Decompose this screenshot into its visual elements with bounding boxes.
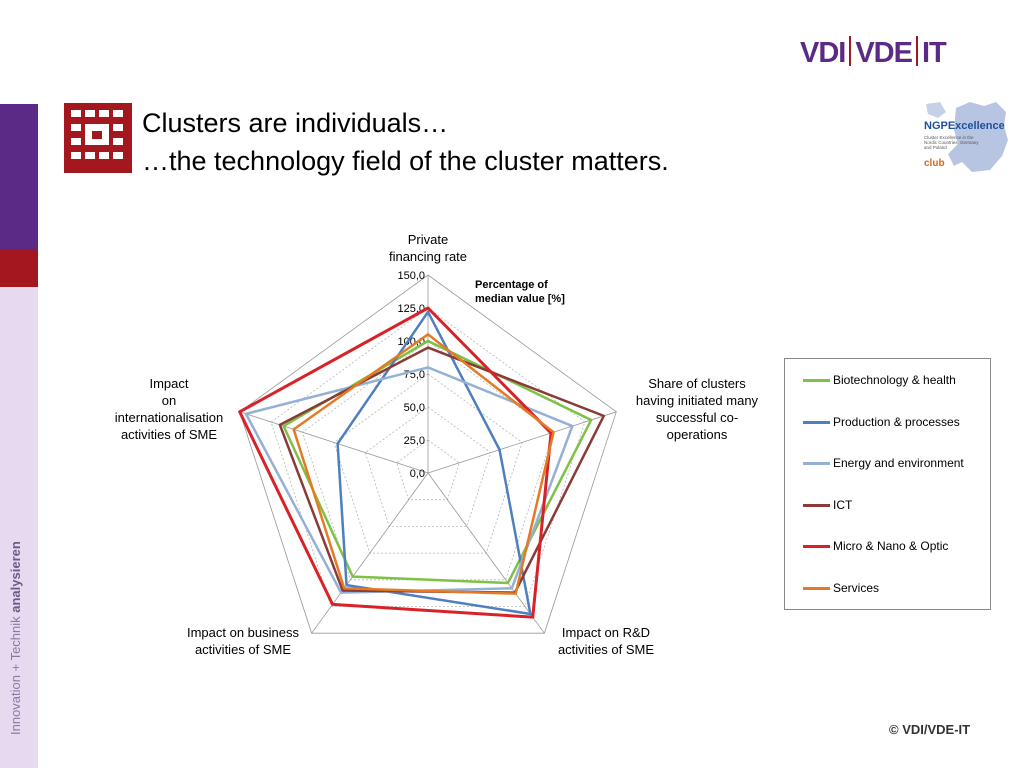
legend-item: Production & processes xyxy=(803,415,960,429)
legend-item: Biotechnology & health xyxy=(803,373,956,387)
axis-label-rnd: Impact on R&D activities of SME xyxy=(557,625,655,657)
grid-ring xyxy=(333,373,523,554)
legend-swatch xyxy=(803,461,830,465)
chart-legend: Biotechnology & health Production & proc… xyxy=(784,358,991,610)
radar-series xyxy=(238,306,606,619)
legend-swatch xyxy=(803,420,830,424)
cluster-grid-icon xyxy=(64,103,132,173)
series-line xyxy=(238,306,553,619)
grid-ring xyxy=(396,439,460,501)
scale-label: Percentage of median value [%] xyxy=(475,279,565,305)
legend-item: Micro & Nano & Optic xyxy=(803,539,948,553)
series-line xyxy=(282,339,593,585)
axis-spoke xyxy=(239,411,429,474)
sidebar-lilac-band xyxy=(0,287,38,768)
club-logo-text: club xyxy=(924,158,945,169)
slide-title: Clusters are individuals… …the technolog… xyxy=(142,104,669,180)
legend-item: ICT xyxy=(803,498,852,512)
sidebar-top-band xyxy=(0,0,38,104)
europe-map-icon xyxy=(926,102,1008,172)
axis-label-internationalisation: Impact on internationalisation activitie… xyxy=(114,376,224,442)
axis-label-cooperations: Share of clusters having initiated many … xyxy=(635,376,759,442)
slide-title-line2: …the technology field of the cluster mat… xyxy=(142,146,669,176)
grid-ring xyxy=(364,406,492,527)
axis-spoke xyxy=(311,472,429,634)
legend-swatch xyxy=(803,503,830,507)
legend-swatch xyxy=(803,544,830,548)
series-line xyxy=(292,333,555,595)
tick-label: 150,0 xyxy=(397,270,425,282)
axis-label-private-financing: Private financing rate xyxy=(388,232,468,264)
sidebar-red-band xyxy=(0,249,38,287)
ngp-subtitle: Cluster Excellence in the Nordic Countri… xyxy=(924,135,979,150)
ngp-excellence-logo: NGPExcellence Cluster Excellence in the … xyxy=(918,100,1010,176)
axis-spoke xyxy=(427,411,617,474)
series-line xyxy=(336,310,532,616)
axis-spoke xyxy=(427,472,545,634)
tick-label: 25,0 xyxy=(404,435,425,447)
legend-swatch xyxy=(803,586,830,590)
legend-swatch xyxy=(803,378,830,382)
sidebar-purple-band xyxy=(0,104,38,249)
tick-label: 0,0 xyxy=(410,468,425,480)
sidebar: Innovation + Technik analysieren xyxy=(0,0,38,768)
slide-title-line1: Clusters are individuals… xyxy=(142,108,449,138)
legend-item: Energy and environment xyxy=(803,456,964,470)
copyright: © VDI/VDE-IT xyxy=(889,722,971,737)
legend-item: Services xyxy=(803,581,879,595)
ngp-title: NGPExcellence xyxy=(924,120,1005,132)
axis-label-business: Impact on business activities of SME xyxy=(186,625,299,657)
grid-ring xyxy=(239,274,617,634)
tick-label: 50,0 xyxy=(404,402,425,414)
